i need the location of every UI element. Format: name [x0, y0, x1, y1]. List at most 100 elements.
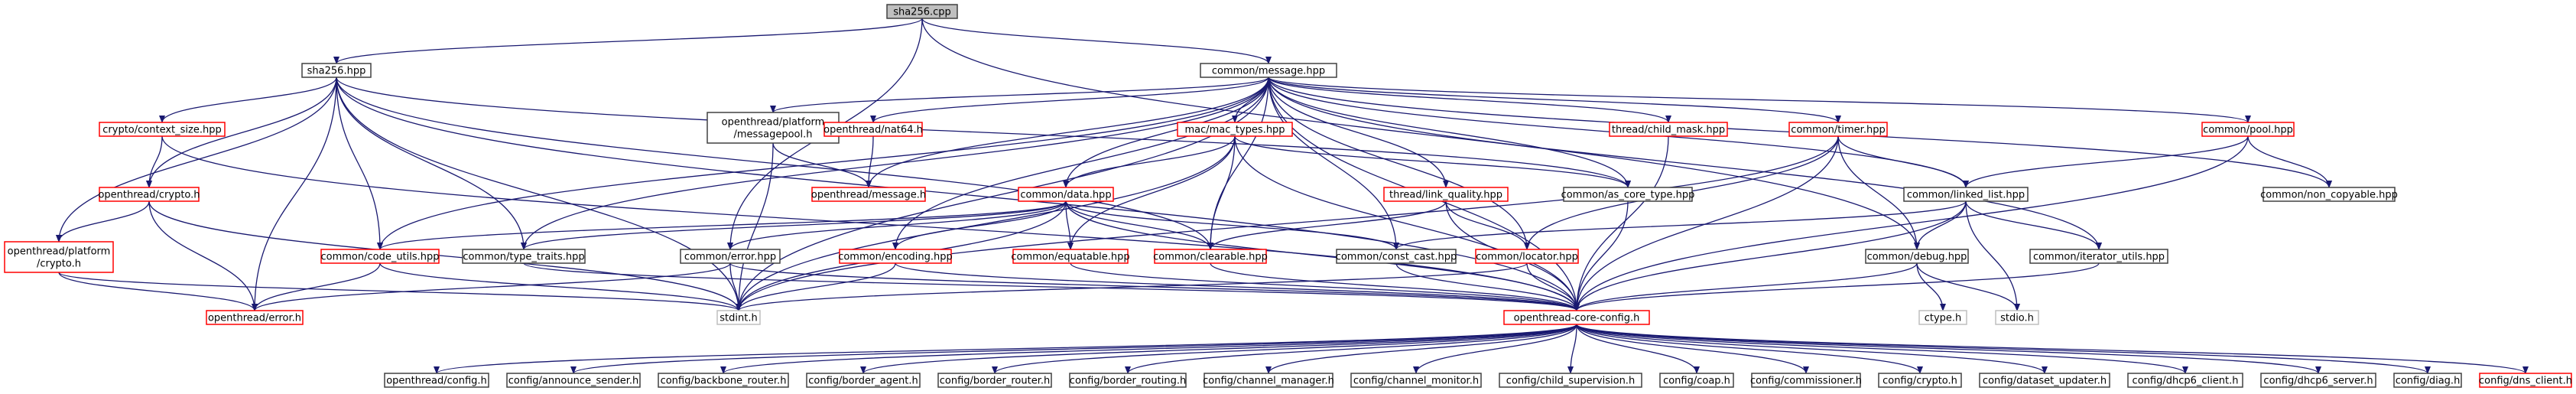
node-box-otcrypto: [99, 187, 200, 202]
node-codeutils[interactable]: common/code_utils.hpp: [320, 249, 440, 264]
edge-message-to-ascore: [1268, 77, 1631, 188]
edge-coreconfig-to-c_crypto: [1576, 324, 1923, 374]
node-box-oterror: [206, 310, 304, 325]
node-mactypes[interactable]: mac/mac_types.hpp: [1177, 122, 1293, 137]
node-box-codeutils: [320, 249, 440, 264]
node-otcrypto[interactable]: openthread/crypto.h: [98, 187, 200, 202]
node-oterror[interactable]: openthread/error.h: [206, 310, 304, 325]
node-c_comm[interactable]: config/commissioner.h: [1750, 373, 1862, 388]
node-label-coreconfig: openthread-core-config.h: [1514, 313, 1640, 324]
node-ascore[interactable]: common/as_core_type.hpp: [1561, 187, 1695, 202]
node-ctype[interactable]: ctype.h: [1918, 310, 1967, 325]
edge-message-to-codeutils: [377, 77, 1269, 250]
node-box-c_coap: [1659, 373, 1734, 388]
node-label-error: common/error.hpp: [684, 252, 776, 263]
edge-linkedlist-to-stdio: [1965, 200, 2020, 311]
node-coreconfig[interactable]: openthread-core-config.h: [1503, 310, 1650, 325]
node-stdint[interactable]: stdint.h: [716, 310, 761, 325]
node-box-c_bagent: [806, 373, 921, 388]
node-box-platcrypto: [4, 241, 114, 273]
node-box-typetraits: [462, 249, 586, 264]
node-box-c_diag: [2393, 373, 2462, 388]
node-c_chmon[interactable]: config/channel_monitor.h: [1350, 373, 1482, 388]
node-c_crypto[interactable]: config/crypto.h: [1878, 373, 1962, 388]
node-label-data: common/data.hpp: [1020, 190, 1111, 201]
node-data[interactable]: common/data.hpp: [1018, 187, 1114, 202]
edge-ascore-to-coreconfig: [1574, 200, 1629, 311]
node-label-c_config: openthread/config.h: [386, 376, 487, 387]
node-box-c_dsupd: [1979, 373, 2110, 388]
edge-childmask-to-coreconfig: [1574, 135, 1669, 311]
node-c_dsupd[interactable]: config/dataset_updater.h: [1979, 373, 2110, 388]
edge-linkq-to-locator: [1445, 200, 1530, 250]
node-pool[interactable]: common/pool.hpp: [2201, 122, 2295, 137]
edge-data-to-error: [727, 200, 1067, 250]
edge-data-to-coreconfig: [1065, 200, 1580, 311]
node-typetraits[interactable]: common/type_traits.hpp: [462, 249, 586, 264]
node-c_bbr[interactable]: config/backbone_router.h: [658, 373, 789, 388]
node-c_brouting[interactable]: config/border_routing.h: [1069, 373, 1187, 388]
node-error[interactable]: common/error.hpp: [680, 249, 781, 264]
node-equatable[interactable]: common/equatable.hpp: [1011, 249, 1130, 264]
node-sha256cpp[interactable]: sha256.cpp: [886, 4, 958, 19]
node-encoding[interactable]: common/encoding.hpp: [838, 249, 953, 264]
node-c_bagent[interactable]: config/border_agent.h: [806, 373, 921, 388]
edge-cryptoctx-to-coreconfig: [161, 135, 1580, 311]
node-iterutils[interactable]: common/iterator_utils.hpp: [2029, 249, 2168, 264]
node-locator[interactable]: common/locator.hpp: [1475, 249, 1579, 264]
node-childmask[interactable]: thread/child_mask.hpp: [1609, 122, 1728, 137]
node-label-clearable: common/clearable.hpp: [1153, 252, 1268, 263]
node-label-ctype: ctype.h: [1925, 313, 1962, 324]
node-box-encoding: [839, 249, 952, 264]
node-c_announce[interactable]: config/announce_sender.h: [506, 373, 641, 388]
node-c_config[interactable]: openthread/config.h: [384, 373, 489, 388]
node-stdio[interactable]: stdio.h: [1995, 310, 2039, 325]
edge-otcrypto-to-oterror: [148, 200, 258, 311]
node-label-sha256hpp: sha256.hpp: [307, 66, 366, 77]
edge-sha256hpp-to-cryptoctx: [159, 77, 337, 123]
edge-coreconfig-to-c_announce: [570, 324, 1577, 374]
node-sha256hpp[interactable]: sha256.hpp: [301, 63, 372, 78]
node-platcrypto[interactable]: openthread/platform/crypto.h: [4, 241, 114, 273]
node-label-noncopy: common/non_copyable.hpp: [2260, 190, 2398, 201]
edge-error-to-coreconfig: [729, 262, 1580, 311]
node-constcast[interactable]: common/const_cast.hpp: [1336, 249, 1457, 264]
node-noncopy[interactable]: common/non_copyable.hpp: [2260, 187, 2398, 202]
node-debug[interactable]: common/debug.hpp: [1865, 249, 1969, 264]
node-otmessage[interactable]: openthread/message.h: [811, 187, 926, 202]
node-c_coap[interactable]: config/coap.h: [1659, 373, 1734, 388]
node-clearable[interactable]: common/clearable.hpp: [1153, 249, 1268, 264]
node-box-c_chmon: [1350, 373, 1482, 388]
node-c_chmgr[interactable]: config/channel_manager.h: [1203, 373, 1334, 388]
node-cryptoctx[interactable]: crypto/context_size.hpp: [99, 122, 226, 137]
edge-coreconfig-to-c_diag: [1576, 324, 2431, 374]
edge-message-to-pool: [1268, 77, 2251, 123]
node-box-equatable: [1012, 249, 1129, 264]
node-message[interactable]: common/message.hpp: [1200, 63, 1337, 78]
node-c_diag[interactable]: config/diag.h: [2393, 373, 2462, 388]
node-c_dhcp6s[interactable]: config/dhcp6_server.h: [2260, 373, 2376, 388]
node-label-sha256cpp: sha256.cpp: [893, 7, 951, 18]
edge-mactypes-to-clearable: [1207, 135, 1236, 250]
node-linkedlist[interactable]: common/linked_list.hpp: [1903, 187, 2029, 202]
node-box-msgpool: [707, 112, 840, 144]
node-label-oterror: openthread/error.h: [208, 313, 301, 324]
edge-sha256hpp-to-coreconfig: [336, 77, 1580, 311]
edge-encoding-to-stdint: [736, 262, 896, 311]
node-label-msgpool: /messagepool.h: [734, 129, 813, 141]
node-c_brouter[interactable]: config/border_router.h: [937, 373, 1052, 388]
header-nodes: sha256.cpp sha256.hpp common/message.hpp cr…: [4, 4, 2572, 388]
node-linkq[interactable]: thread/link_quality.hpp: [1383, 187, 1509, 202]
node-label-c_coap: config/coap.h: [1663, 376, 1730, 387]
node-c_dns[interactable]: config/dns_client.h: [2479, 373, 2572, 388]
node-box-message: [1200, 63, 1337, 78]
node-c_childsup[interactable]: config/child_supervision.h: [1499, 373, 1642, 388]
edge-message-to-iterutils: [1268, 77, 2102, 250]
edge-constcast-to-coreconfig: [1395, 262, 1580, 311]
node-msgpool[interactable]: openthread/platform/messagepool.h: [707, 112, 840, 144]
edge-coreconfig-to-c_dsupd: [1576, 324, 2048, 374]
node-label-c_dhcp6s: config/dhcp6_server.h: [2263, 376, 2373, 387]
node-c_dhcp6c[interactable]: config/dhcp6_client.h: [2127, 373, 2243, 388]
node-timer[interactable]: common/timer.hpp: [1788, 122, 1888, 137]
node-nat64[interactable]: openthread/nat64.h: [823, 122, 923, 137]
